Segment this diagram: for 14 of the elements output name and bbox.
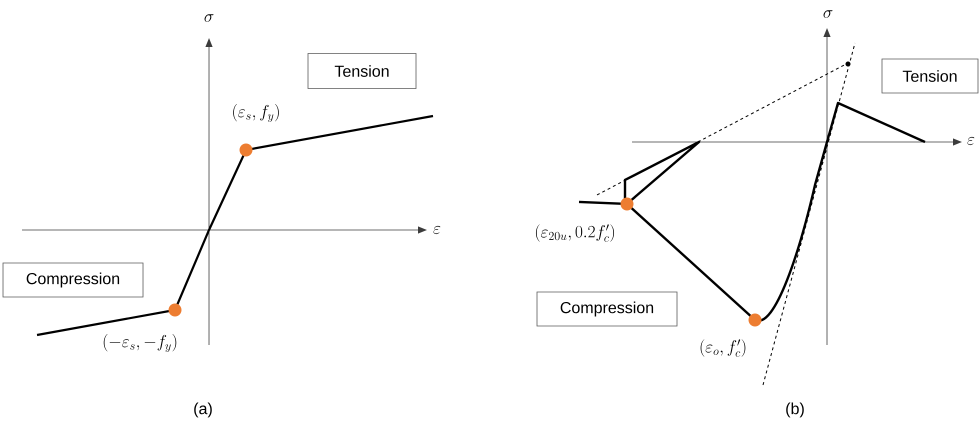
axis-label: $\sigma$ — [204, 14, 214, 22]
axis-label: $\varepsilon$ — [968, 136, 974, 146]
point-label: $(\varepsilon_o, f_c')$ — [700, 339, 746, 357]
region-box: Tension — [308, 53, 416, 89]
point-label: $(-\varepsilon_s, -f_y)$ — [104, 334, 176, 352]
region-box: Compression — [2, 262, 144, 298]
point-label: $(\varepsilon_s, f_y)$ — [233, 104, 279, 122]
point-label: $(\varepsilon_{20u}, 0.2f_c')$ — [536, 224, 614, 242]
axis-label: $\varepsilon$ — [434, 226, 440, 234]
region-box: Compression — [536, 292, 678, 326]
panel-label: (b) — [786, 402, 804, 418]
panel-label: (a) — [194, 402, 212, 418]
region-box: Tension — [882, 58, 978, 94]
axis-label: $\sigma$ — [824, 10, 832, 18]
